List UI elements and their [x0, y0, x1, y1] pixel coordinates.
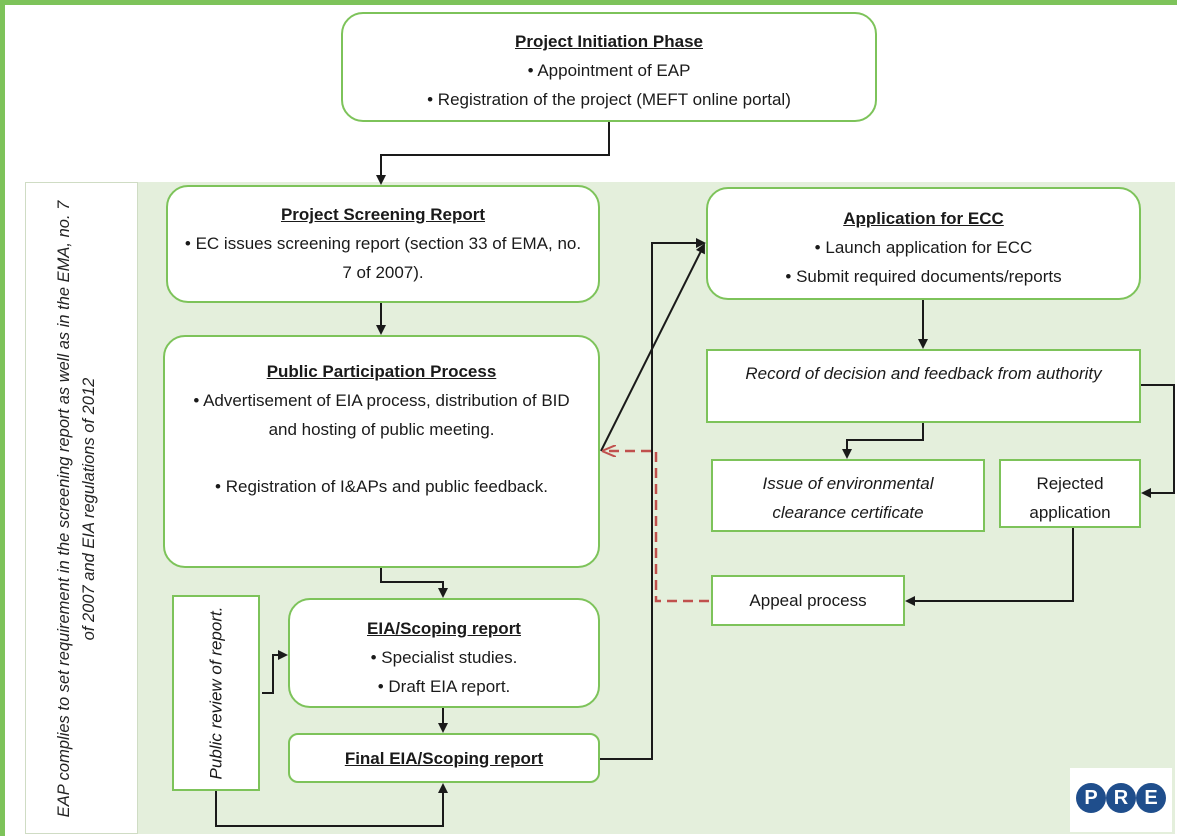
final-report-box: Final EIA/Scoping report: [288, 733, 600, 783]
arrow-initiation-to-screening: [376, 122, 610, 185]
ecc-bullet: • Launch application for ECC: [814, 238, 1033, 257]
certificate-box: Issue of environmental clearance certifi…: [711, 459, 985, 532]
rejected-box: Rejected application: [999, 459, 1141, 528]
appeal-box: Appeal process: [711, 575, 905, 626]
initiation-bullet: • Appointment of EAP: [527, 61, 691, 80]
arrow-review-to-final: [215, 783, 448, 827]
arrow-decision-to-rejected: [1141, 384, 1175, 498]
rejected-text: Rejected application: [1029, 474, 1111, 522]
arrow-review-to-scoping: [262, 650, 288, 694]
arrow-rejected-to-appeal: [905, 528, 1074, 606]
logo-letter-r: R: [1106, 783, 1136, 813]
appeal-feedback-link: [604, 451, 709, 603]
certificate-text: Issue of environmental clearance certifi…: [762, 474, 934, 522]
scoping-box: EIA/Scoping report • Specialist studies.…: [288, 598, 600, 708]
logo-letter-e: E: [1136, 783, 1166, 813]
screening-box: Project Screening Report • EC issues scr…: [166, 185, 600, 303]
screening-title: Project Screening Report: [280, 205, 486, 224]
initiation-bullet: • Registration of the project (MEFT onli…: [427, 90, 791, 109]
initiation-box: Project Initiation Phase • Appointment o…: [341, 12, 877, 122]
participation-box: Public Participation Process • Advertise…: [163, 335, 600, 568]
decision-box: Record of decision and feedback from aut…: [706, 349, 1141, 423]
side-note-column: EAP complies to set requirement in the s…: [25, 182, 138, 834]
participation-bullet: • Advertisement of EIA process, distribu…: [193, 391, 570, 439]
final-report-title: Final EIA/Scoping report: [344, 749, 544, 768]
scoping-bullet: • Specialist studies.: [370, 648, 518, 667]
arrow-decision-to-certificate: [842, 423, 924, 459]
arrow-participation-to-scoping: [380, 568, 448, 598]
participation-bullet: • Registration of I&APs and public feedb…: [215, 477, 548, 496]
screening-bullet: • EC issues screening report (section 33…: [184, 234, 582, 282]
public-review-box: Public review of report.: [172, 595, 260, 791]
ecc-box: Application for ECC • Launch application…: [706, 187, 1141, 300]
initiation-title: Project Initiation Phase: [515, 32, 703, 51]
participation-title: Public Participation Process: [266, 362, 497, 381]
arrow-participation-to-ecc: [600, 243, 705, 452]
scoping-bullet: • Draft EIA report.: [377, 677, 511, 696]
appeal-text: Appeal process: [749, 591, 867, 610]
ecc-bullet: • Submit required documents/reports: [785, 267, 1062, 286]
logo-letter-p: P: [1076, 783, 1106, 813]
scoping-title: EIA/Scoping report: [367, 619, 521, 638]
pre-logo: P R E: [1070, 768, 1172, 832]
arrow-final-to-ecc: [600, 238, 706, 760]
decision-text: Record of decision and feedback from aut…: [745, 364, 1102, 383]
ecc-title: Application for ECC: [843, 209, 1004, 228]
